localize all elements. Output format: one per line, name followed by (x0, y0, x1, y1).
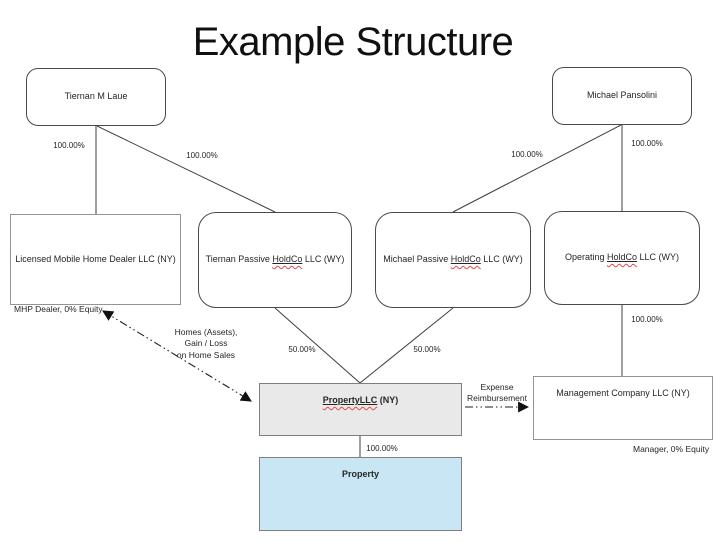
misspelled-word: HoldCo (272, 254, 303, 265)
edge-michael-passive-to-propertyllc (359, 307, 454, 384)
annotation-mhp-dealer: MHP Dealer, 0% Equity (14, 304, 103, 314)
node-operating-holdco: Operating HoldCo LLC (WY) (544, 211, 700, 305)
node-label: Management Company LLC (NY) (556, 388, 690, 398)
node-label: PropertyLLC (NY) (322, 395, 399, 405)
edge-label-operating-management: 100.00% (631, 315, 663, 324)
node-label: Operating HoldCo LLC (WY) (564, 252, 680, 263)
edge-laue-to-tiernan-passive (96, 125, 276, 213)
edge-label-tiernan-passive-propertyllc: 50.00% (288, 345, 316, 354)
node-property-llc: PropertyLLC (NY) (259, 383, 462, 436)
node-label: Michael Passive HoldCo LLC (WY) (383, 254, 523, 265)
edge-tiernan-passive-to-propertyllc (274, 307, 361, 384)
arrow-homes-assets (102, 310, 252, 402)
annotation-manager-equity: Manager, 0% Equity (633, 444, 710, 454)
edge-label-pansolini-michael-passive: 100.00% (511, 150, 543, 159)
node-property: Property (259, 457, 462, 531)
node-michael-pansolini: Michael Pansolini (552, 67, 692, 125)
node-tiernan-m-laue: Tiernan M Laue (26, 68, 166, 126)
misspelled-word: PropertyLLC (322, 395, 378, 405)
node-label: Tiernan M Laue (64, 91, 128, 102)
annotation-expense-reimbursement: Expense Reimbursement (467, 382, 527, 404)
edge-label-michael-passive-propertyllc: 50.00% (413, 345, 441, 354)
edge-label-laue-dealer: 100.00% (53, 141, 85, 150)
edge-label-pansolini-operating: 100.00% (631, 139, 663, 148)
node-label: Tiernan Passive HoldCo LLC (WY) (205, 254, 345, 265)
node-label: Property (341, 469, 379, 479)
node-michael-passive-holdco: Michael Passive HoldCo LLC (WY) (375, 212, 531, 308)
node-licensed-mobile-home-dealer: Licensed Mobile Home Dealer LLC (NY) (10, 214, 181, 305)
edge-label-laue-tiernan-passive: 100.00% (186, 151, 218, 160)
edge-label-propertyllc-property: 100.00% (366, 444, 398, 453)
annotation-homes-assets: Homes (Assets), Gain / Loss on Home Sale… (174, 327, 238, 360)
node-label: Michael Pansolini (586, 90, 658, 101)
misspelled-word: HoldCo (607, 252, 638, 263)
node-management-company: Management Company LLC (NY) (533, 376, 713, 440)
diagram-title: Example Structure (192, 20, 514, 64)
node-tiernan-passive-holdco: Tiernan Passive HoldCo LLC (WY) (198, 212, 352, 308)
misspelled-word: HoldCo (450, 254, 481, 265)
edge-pansolini-to-michael-passive (452, 124, 622, 213)
node-label: Licensed Mobile Home Dealer LLC (NY) (15, 253, 176, 264)
